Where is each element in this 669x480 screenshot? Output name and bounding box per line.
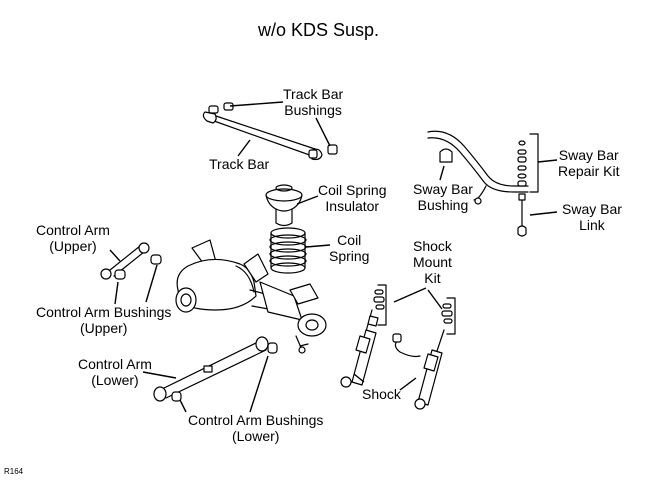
leader-shock-mount-kit-a (393, 287, 427, 303)
label-control-arm-bushings-upper: Control Arm Bushings (Upper) (36, 304, 172, 336)
leader-coil-spring (305, 244, 331, 248)
label-coil-spring: Coil Spring (329, 232, 370, 264)
sway-bar-link-part (517, 193, 527, 237)
shock-mount-kit-bracket-right (446, 297, 456, 335)
leader-control-arm-upper (109, 249, 121, 262)
coil-spring-part (269, 227, 307, 274)
leader-shock-mount-kit-b (427, 289, 443, 310)
label-control-arm-lower: Control Arm (Lower) (78, 356, 152, 388)
shock-right-part (392, 329, 445, 410)
label-sway-bar-bushing: Sway Bar Bushing (413, 181, 473, 213)
leader-track-bar-bushings-b (315, 117, 331, 147)
label-track-bar: Track Bar (209, 156, 270, 172)
label-coil-spring-insulator: Coil Spring Insulator (318, 182, 387, 214)
leader-control-arm-bushings-lower-b (249, 355, 269, 413)
leader-shock-b (399, 377, 417, 391)
leader-control-arm-lower (142, 371, 177, 379)
leader-control-arm-bushings-upper-a (114, 281, 119, 305)
upper-control-arm-part (100, 242, 162, 280)
lower-control-arm-part (153, 336, 278, 402)
leader-control-arm-bushings-lower-a (179, 399, 187, 413)
leader-track-bar (237, 139, 251, 157)
leader-coil-spring-insulator (296, 195, 319, 205)
label-shock: Shock (362, 386, 401, 402)
label-shock-mount-kit: Shock Mount Kit (413, 238, 452, 286)
leader-shock-a (353, 373, 365, 383)
leader-sway-bar-link (529, 211, 558, 216)
label-sway-bar-repair-kit: Sway Bar Repair Kit (558, 147, 620, 179)
leader-sway-bar-repair-kit (537, 159, 558, 163)
label-sway-bar-link: Sway Bar Link (562, 201, 622, 233)
leader-control-arm-bushings-upper-b (145, 264, 158, 303)
label-track-bar-bushings: Track Bar Bushings (283, 86, 344, 118)
label-control-arm-upper: Control Arm (Upper) (36, 222, 110, 254)
sway-bar-repair-kit-part (517, 140, 527, 187)
figure-code: R164 (4, 467, 24, 476)
shock-mount-kit-part (373, 289, 453, 324)
leader-track-bar-bushings-a (229, 101, 284, 107)
sway-bar-kit-bracket (529, 133, 539, 193)
sway-bar-part (427, 130, 529, 205)
leader-sway-bar-bushing (439, 165, 445, 181)
track-bar-part (202, 102, 338, 161)
label-control-arm-bushings-lower: Control Arm Bushings (Lower) (188, 412, 324, 444)
rear-axle-part (175, 239, 327, 354)
shock-left-part (340, 309, 379, 388)
shock-mount-kit-bracket-left (377, 284, 387, 326)
diagram-title: w/o KDS Susp. (258, 20, 380, 40)
coil-spring-insulator-part (265, 184, 303, 227)
